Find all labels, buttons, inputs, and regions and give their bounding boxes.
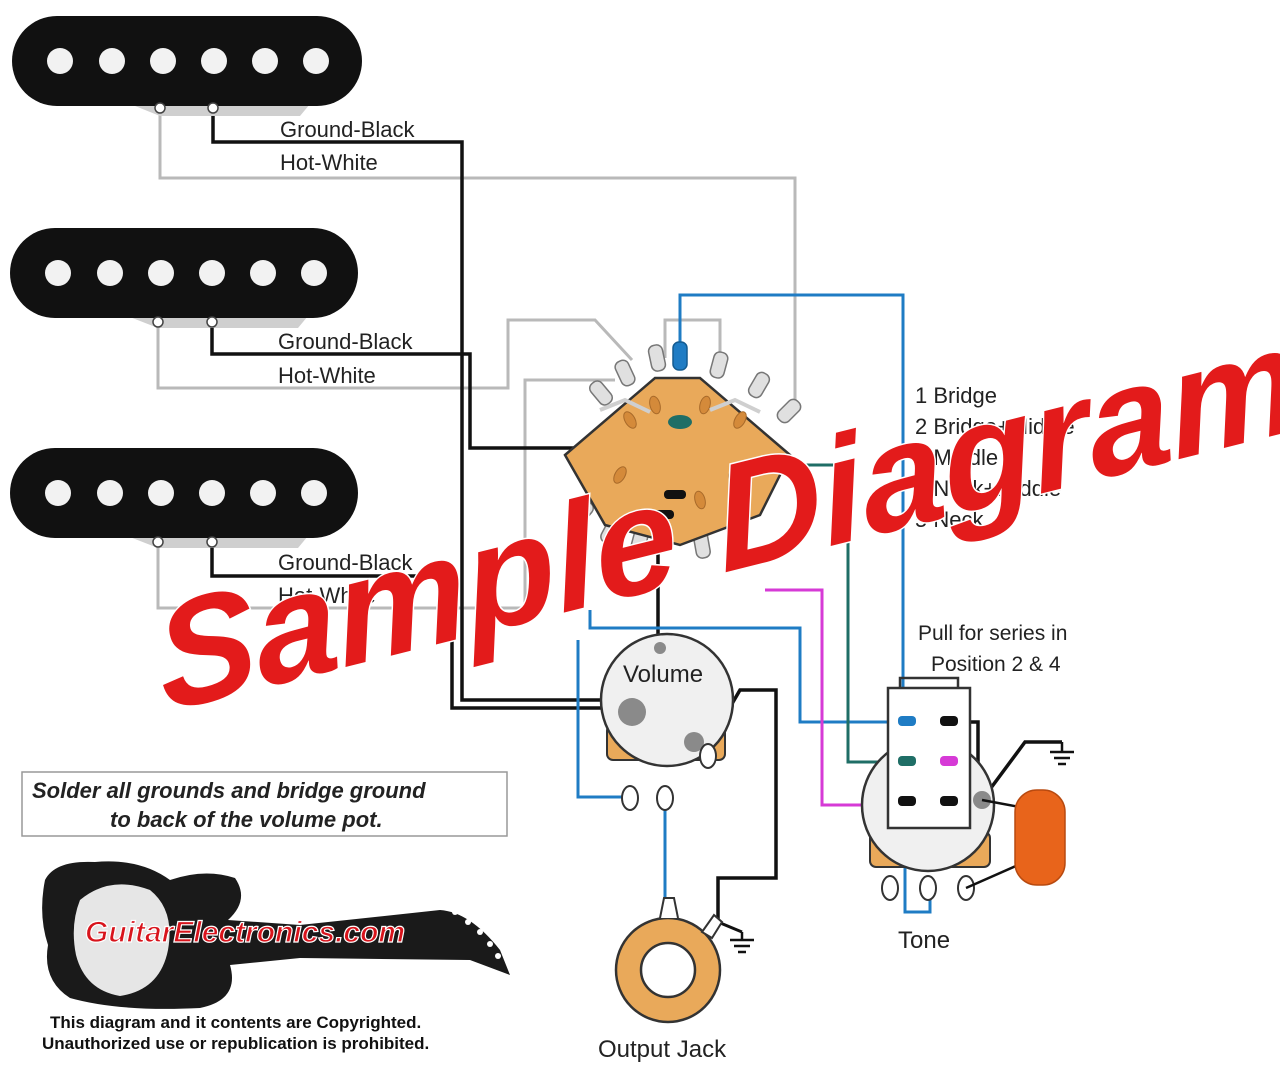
solder-note-box [21,771,508,837]
pull-note-line1: Pull for series in [918,622,1067,645]
switch-position-4: 4 Neck+Middle [915,476,1061,501]
output-jack [614,897,743,1024]
tone-lugs [881,875,975,901]
pickup-middle [10,228,358,328]
pickup-neck-cover [12,16,362,106]
output-jack-label: Output Jack [598,1036,727,1063]
volume-to-jack-tip-wire [706,688,778,922]
pickup-bridge-lug-ground [206,536,218,548]
volume-solder-blob-1 [618,698,646,726]
volume-solder-blob-2 [684,732,704,752]
neck-ground-label: Ground-Black [280,117,416,142]
pull-note-line2: Position 2 & 4 [931,653,1061,676]
bridge-ground-wire [210,542,610,710]
volume-pot-body [599,632,735,768]
switch-body [563,376,792,547]
switch-position-3: 3 Middle [915,445,998,470]
tone-label: Tone [898,927,950,954]
pickup-middle-poles [45,260,327,286]
volume-blue-wire-2 [588,610,905,724]
pickup-bridge-cover [10,448,358,538]
switch-position-legend: 1 Bridge 2 Bridge+Middle 3 Middle 4 Neck… [915,383,1075,532]
tone-ground-wire [980,740,1062,802]
switch-teal-contact [668,415,692,429]
copyright-line2: Unauthorized use or republication is pro… [42,1034,429,1053]
pickup-middle-cover [10,228,358,318]
jack-hole [639,941,697,999]
jack-sleeve-tab [700,913,724,940]
switch-gray-trace-right [709,397,761,414]
logo-tuner-pegs [452,909,501,959]
switch-gray-jumper [663,318,722,375]
pickup-neck [12,16,362,116]
bridge-hot-wire [156,378,615,610]
volume-label: Volume [623,661,703,688]
switch-position-2: 2 Bridge+Middle [915,414,1075,439]
switch-black-contact-2 [652,510,674,519]
pickup-bridge-poles [45,480,327,506]
neck-ground-wire [211,108,600,702]
switch-top-lugs [588,344,802,424]
tone-ground-symbol [1050,742,1074,766]
bridge-ground-label: Ground-Black [278,550,414,575]
push-pull-contacts [898,716,958,806]
volume-center-lug-point [654,642,666,654]
switch-position-5: 5 Neck [915,507,984,532]
tone-capacitor [1014,789,1066,886]
push-pull-switch-cap [898,676,960,688]
volume-pot [599,632,735,811]
tone-pot [860,676,1066,901]
volume-blue-wire-1 [576,640,628,799]
pickup-bridge [10,448,358,548]
pickup-middle-lug-ground [206,316,218,328]
middle-hot-wire [156,318,634,390]
switch-to-tone-blue-wire [678,293,905,722]
pickup-neck-lug-hot [154,102,166,114]
middle-ground-label: Ground-Black [278,329,414,354]
jack-tip-tab [659,897,679,919]
pickup-neck-lug-ground [207,102,219,114]
pickup-neck-poles [47,48,329,74]
neck-hot-wire [158,108,797,400]
middle-hot-label: Hot-White [278,363,376,388]
volume-lugs [621,743,717,811]
switch-gray-trace-left [599,397,651,414]
neck-hot-label: Hot-White [280,150,378,175]
jack-ground-symbol [730,932,754,954]
switch-blue-lug [672,341,688,371]
logo-text: GuitarElectronics.com [85,916,405,949]
switch-rivets [613,395,747,510]
pickup-bridge-lug-hot [152,536,164,548]
bridge-hot-label: Hot-White [278,583,376,608]
guitar-electronics-logo: GuitarElectronics.com [42,861,510,1009]
five-way-switch [563,341,802,559]
solder-note-line2: to back of the volume pot. [110,807,383,832]
copyright-line1: This diagram and it contents are Copyrig… [50,1013,421,1032]
solder-note-line1: Solder all grounds and bridge ground [32,778,426,803]
wiring-layer [156,108,1062,922]
logo-face [73,884,170,996]
pickup-middle-lug-hot [152,316,164,328]
switch-position-1: 1 Bridge [915,383,997,408]
switch-black-contact-1 [664,490,686,499]
